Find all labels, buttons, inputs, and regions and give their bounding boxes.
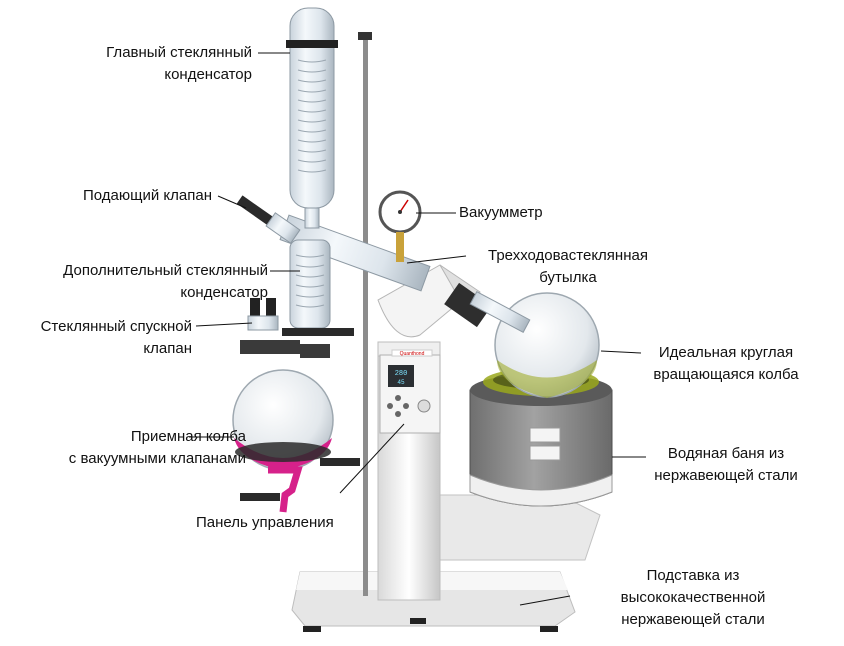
label-water-bath: Водяная баня из нержавеющей стали — [654, 445, 798, 484]
pointer-round-flask — [600, 350, 642, 354]
label-vacuum-gauge: Вакуумметр — [459, 204, 543, 221]
vacuum-gauge — [378, 190, 422, 262]
label-control-panel: Панель управления — [196, 514, 334, 531]
label-drain-valve: Стеклянный спускной клапан — [40, 318, 192, 357]
control-panel-device: 280 45 Quanthond — [379, 349, 441, 434]
label-stand: Подставка из высококачественной нержавею… — [620, 567, 766, 628]
drain-valve — [240, 298, 330, 358]
pointer-drain-valve — [195, 322, 253, 327]
label-round-flask: Идеальная круглая вращающаяся колба — [653, 344, 799, 383]
pointer-stand — [519, 595, 571, 606]
label-three-way-bottle: Трехходовастеклянная бутылка — [488, 247, 648, 286]
label-feed-valve: Подающий клапан — [83, 187, 212, 204]
brand-text: Quanthond — [400, 351, 425, 357]
main-condenser — [286, 7, 338, 229]
pointer-lines — [189, 52, 646, 606]
pointer-three-way-bottle — [406, 255, 467, 264]
rotation-motor — [377, 264, 492, 338]
pointer-feed-valve — [217, 195, 247, 209]
round-flask — [494, 292, 600, 398]
display-bottom: 45 — [397, 379, 405, 386]
display-top: 280 — [395, 370, 408, 378]
receiving-flask — [232, 369, 360, 513]
label-main-condenser: Главный стеклянный конденсатор — [106, 44, 252, 83]
label-receiving-flask: Приемная колба с вакуумными клапанами — [68, 428, 246, 467]
feed-valve — [236, 195, 301, 244]
support-rod — [358, 32, 372, 596]
label-aux-condenser: Дополнительный стеклянный конденсатор — [63, 262, 268, 301]
aux-condenser — [282, 239, 354, 336]
pointer-control-panel — [339, 423, 405, 494]
